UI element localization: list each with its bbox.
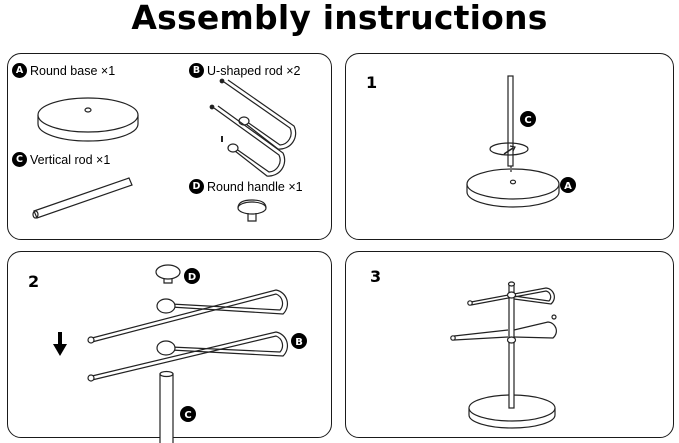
callout-label: A xyxy=(564,181,572,192)
part-badge-a: A xyxy=(12,63,27,78)
parts-list-panel: A Round base ×1 B U-shaped rod ×2 C Vert… xyxy=(7,53,332,240)
part-name: Vertical rod xyxy=(30,152,93,167)
u-shaped-rods-drawing xyxy=(209,78,297,177)
callout-label: B xyxy=(295,337,303,348)
step-3-illustration xyxy=(450,281,557,429)
part-name: Round handle xyxy=(207,179,285,194)
step-number: 1 xyxy=(366,73,378,92)
callout-b: B xyxy=(291,333,307,349)
part-qty: ×1 xyxy=(100,63,116,78)
part-label-round-base: A Round base ×1 xyxy=(12,63,115,78)
page-title: Assembly instructions xyxy=(131,0,548,37)
part-label-vertical-rod: C Vertical rod ×1 xyxy=(12,152,110,167)
callout-c: C xyxy=(520,111,536,127)
part-qty: ×1 xyxy=(288,179,303,194)
callout-label: C xyxy=(184,410,191,421)
step-2-panel: 2 D B xyxy=(7,251,332,443)
part-badge-d: D xyxy=(189,179,204,194)
part-badge-b: B xyxy=(189,63,204,78)
part-label-round-handle: D Round handle ×1 xyxy=(189,179,303,194)
step-2-illustration: D B C xyxy=(53,264,307,443)
callout-label: C xyxy=(524,115,531,126)
callout-d: D xyxy=(184,268,200,284)
step-1-illustration: C A xyxy=(466,75,576,208)
callout-c: C xyxy=(180,406,196,422)
down-arrow-icon xyxy=(53,332,67,356)
step-3-panel: 3 xyxy=(345,251,674,438)
step-1-panel: 1 C A xyxy=(345,53,674,240)
step-1-drawing xyxy=(466,75,560,208)
part-badge-c: C xyxy=(12,152,27,167)
parts-illustration xyxy=(32,78,297,222)
step-number: 3 xyxy=(370,267,382,286)
assembled-stand-drawing xyxy=(450,281,557,429)
part-qty: ×1 xyxy=(96,152,111,167)
callout-a: A xyxy=(560,177,576,193)
step-2-drawing xyxy=(87,264,289,443)
round-handle-drawing xyxy=(237,199,267,222)
part-name: Round base xyxy=(30,63,98,78)
round-base-drawing xyxy=(37,97,139,142)
callout-label: D xyxy=(188,272,196,283)
vertical-rod-drawing xyxy=(32,177,133,219)
part-qty: ×2 xyxy=(286,63,301,78)
part-label-u-shaped-rod: B U-shaped rod ×2 xyxy=(189,63,301,78)
part-name: U-shaped rod xyxy=(207,63,283,78)
step-number: 2 xyxy=(28,272,40,291)
